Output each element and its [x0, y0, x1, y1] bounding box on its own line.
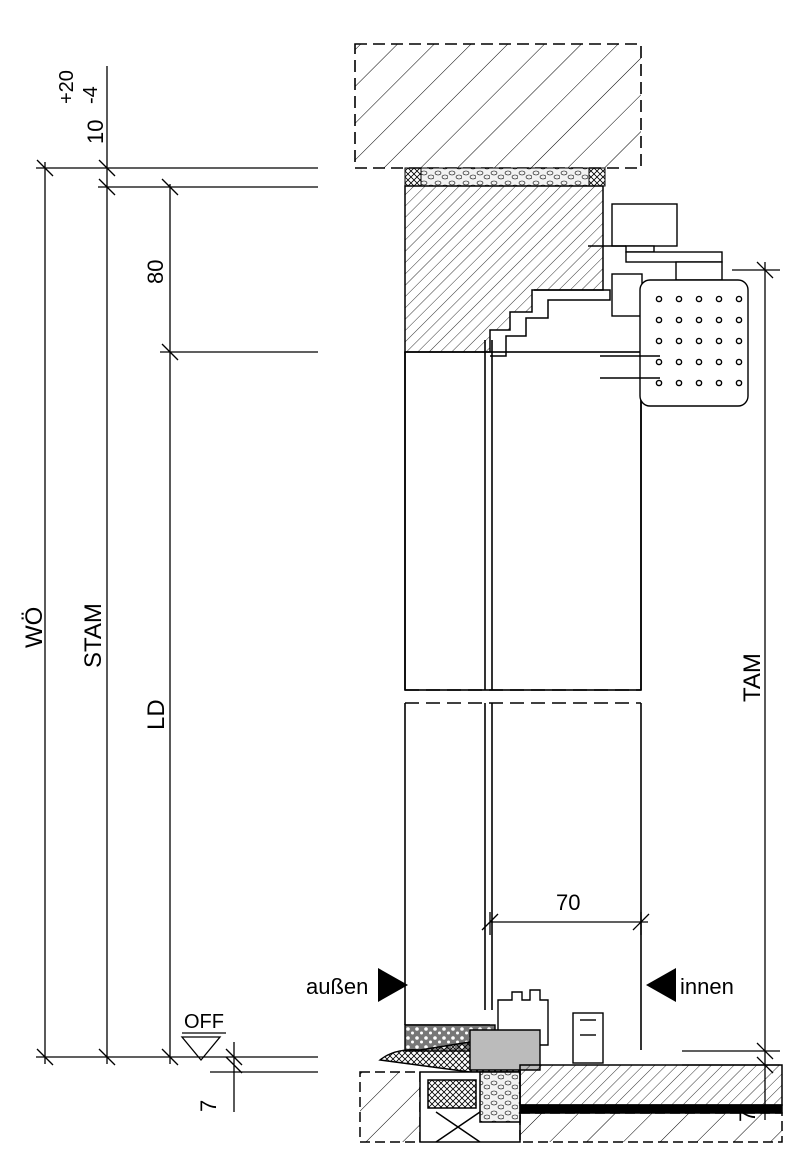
dim-width-70: 70 — [556, 890, 580, 915]
dim-top-tolerance-main: 10 — [83, 120, 108, 144]
innen-arrow-icon — [646, 968, 676, 1002]
frame-head — [404, 185, 611, 357]
door-leaf — [404, 290, 642, 1050]
bottom-seal-detail — [378, 989, 604, 1073]
floor-threshold — [359, 1064, 783, 1143]
dim-tam-label: TAM — [739, 653, 766, 702]
head-seal — [404, 167, 606, 187]
dimension-lines — [36, 66, 780, 1120]
off-label: OFF — [184, 1011, 224, 1033]
innen-label: innen — [680, 974, 734, 999]
dim-bottom-left-7: 7 — [196, 1100, 221, 1112]
dim-bottom-right-7: 7 — [735, 1110, 760, 1122]
side-arrows — [378, 968, 676, 1002]
dim-ld-label: LD — [143, 699, 170, 730]
lintel-wall — [354, 43, 642, 169]
aussen-arrow-icon — [378, 968, 408, 1002]
dim-stam-label: STAM — [80, 603, 107, 668]
dim-top-tolerance-plus: +20 — [56, 70, 78, 104]
dim-wo-label: WÖ — [21, 607, 48, 648]
aussen-label: außen — [306, 974, 368, 999]
dim-head-80: 80 — [143, 260, 168, 284]
closer-dot-grid — [655, 295, 743, 387]
dim-top-tolerance-minus: -4 — [80, 86, 102, 104]
door-closer-hardware — [588, 203, 749, 407]
